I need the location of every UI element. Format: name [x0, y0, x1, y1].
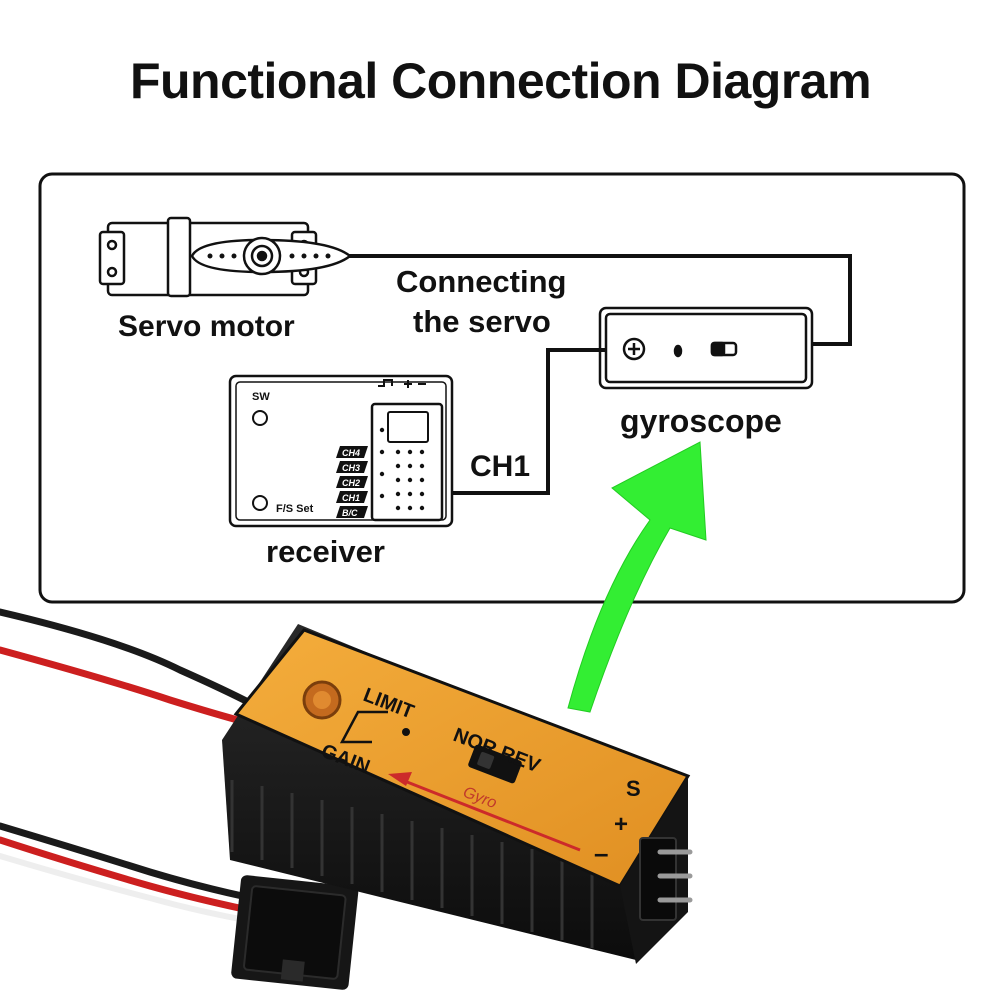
pin-plus-label: +	[614, 811, 628, 838]
receiver-pin-grid	[379, 427, 425, 511]
gain-pot-knob	[313, 691, 331, 709]
receiver-label: receiver	[266, 534, 385, 569]
receiver-channel-label: CH2	[342, 478, 360, 488]
green-arrow	[567, 441, 707, 713]
ch1-label: CH1	[470, 450, 530, 483]
switch-knob	[477, 751, 495, 769]
receiver-sw-label: SW	[252, 391, 270, 403]
receiver-channel-tag	[336, 476, 368, 488]
led-indicator	[402, 728, 410, 736]
receiver-channel-tag	[336, 446, 368, 458]
device-ribs	[230, 780, 594, 948]
gyroscope-label: gyroscope	[620, 403, 782, 439]
servo-wire	[348, 254, 852, 346]
page-title: Functional Connection Diagram	[129, 53, 872, 109]
receiver-channel-label: CH3	[342, 463, 360, 473]
receiver-icon	[228, 374, 454, 528]
servo-motor-label: Servo motor	[118, 310, 295, 343]
receiver-channel-label: CH4	[342, 448, 360, 458]
wire-black-bottom	[0, 822, 266, 904]
receiver-channel-tag	[336, 506, 368, 518]
limit-bracket	[339, 710, 388, 744]
receiver-channel-tag	[336, 491, 368, 503]
gyro-arrow-line	[401, 778, 581, 852]
wire-black-top	[0, 608, 256, 708]
gyro-device: LIMIT GAIN NOR REV Gyro S + –	[0, 608, 693, 990]
the-servo-label: the servo	[413, 304, 551, 339]
receiver-channel-tag	[336, 461, 368, 473]
gyroscope-icon	[598, 306, 814, 390]
receiver-channel-label: CH1	[342, 493, 360, 503]
wire-white-bottom	[0, 853, 259, 925]
pin-s-label: S	[626, 776, 641, 801]
pin-minus-label: –	[594, 838, 608, 868]
connector-pins	[657, 849, 693, 903]
receiver-channel-label: B/C	[342, 508, 358, 518]
ch1-wire	[432, 348, 606, 495]
wire-red-bottom	[0, 836, 262, 916]
connecting-label: Connecting	[396, 264, 567, 299]
servo-motor-icon	[98, 216, 353, 298]
wire-red-top	[0, 646, 249, 726]
gyro-arrow-head	[388, 772, 412, 786]
servo-plug	[231, 875, 359, 990]
receiver-fs-label: F/S Set	[276, 503, 314, 515]
